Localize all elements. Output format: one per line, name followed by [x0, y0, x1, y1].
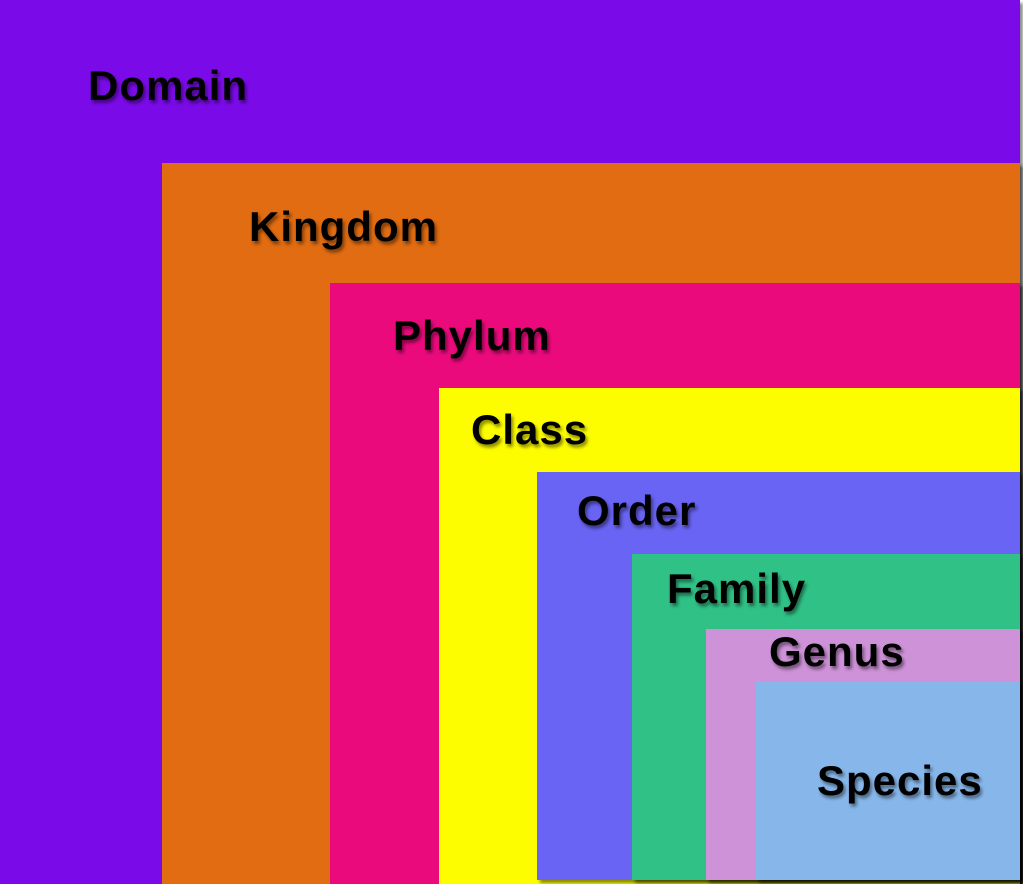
- level-label-kingdom: Kingdom: [249, 203, 438, 250]
- level-label-genus: Genus: [769, 628, 905, 675]
- level-label-class: Class: [471, 406, 589, 453]
- level-label-order: Order: [577, 487, 697, 534]
- level-label-family: Family: [667, 565, 807, 612]
- level-rect-species: Species: [756, 681, 1020, 880]
- level-label-phylum: Phylum: [393, 312, 551, 359]
- level-label-species: Species: [817, 757, 983, 804]
- level-label-domain: Domain: [88, 62, 249, 109]
